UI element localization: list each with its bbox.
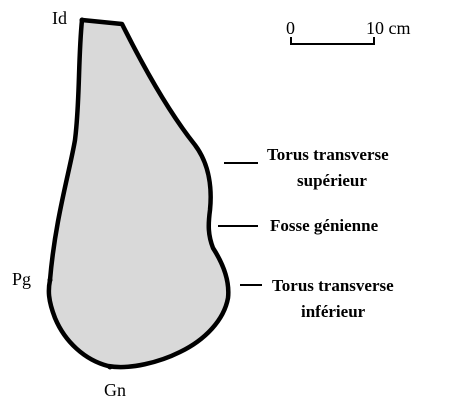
pg-label: Pg bbox=[12, 269, 31, 289]
symphysis-outline bbox=[49, 20, 228, 367]
scale-end-label: 10 cm bbox=[366, 18, 411, 38]
gn-point bbox=[108, 365, 113, 370]
id-label: Id bbox=[52, 8, 67, 28]
scale-start-label: 0 bbox=[286, 18, 295, 38]
scale-bar: 0 10 cm bbox=[286, 18, 411, 45]
id-point bbox=[80, 18, 85, 23]
gn-label: Gn bbox=[104, 380, 126, 400]
torus-superior-label-line1: Torus transverse bbox=[267, 145, 389, 164]
fosse-label: Fosse génienne bbox=[270, 216, 379, 235]
torus-superior-label-line2: supérieur bbox=[297, 171, 367, 190]
pg-point bbox=[48, 278, 53, 283]
torus-inferior-label-line2: inférieur bbox=[301, 302, 366, 321]
torus-inferior-label-line1: Torus transverse bbox=[272, 276, 394, 295]
